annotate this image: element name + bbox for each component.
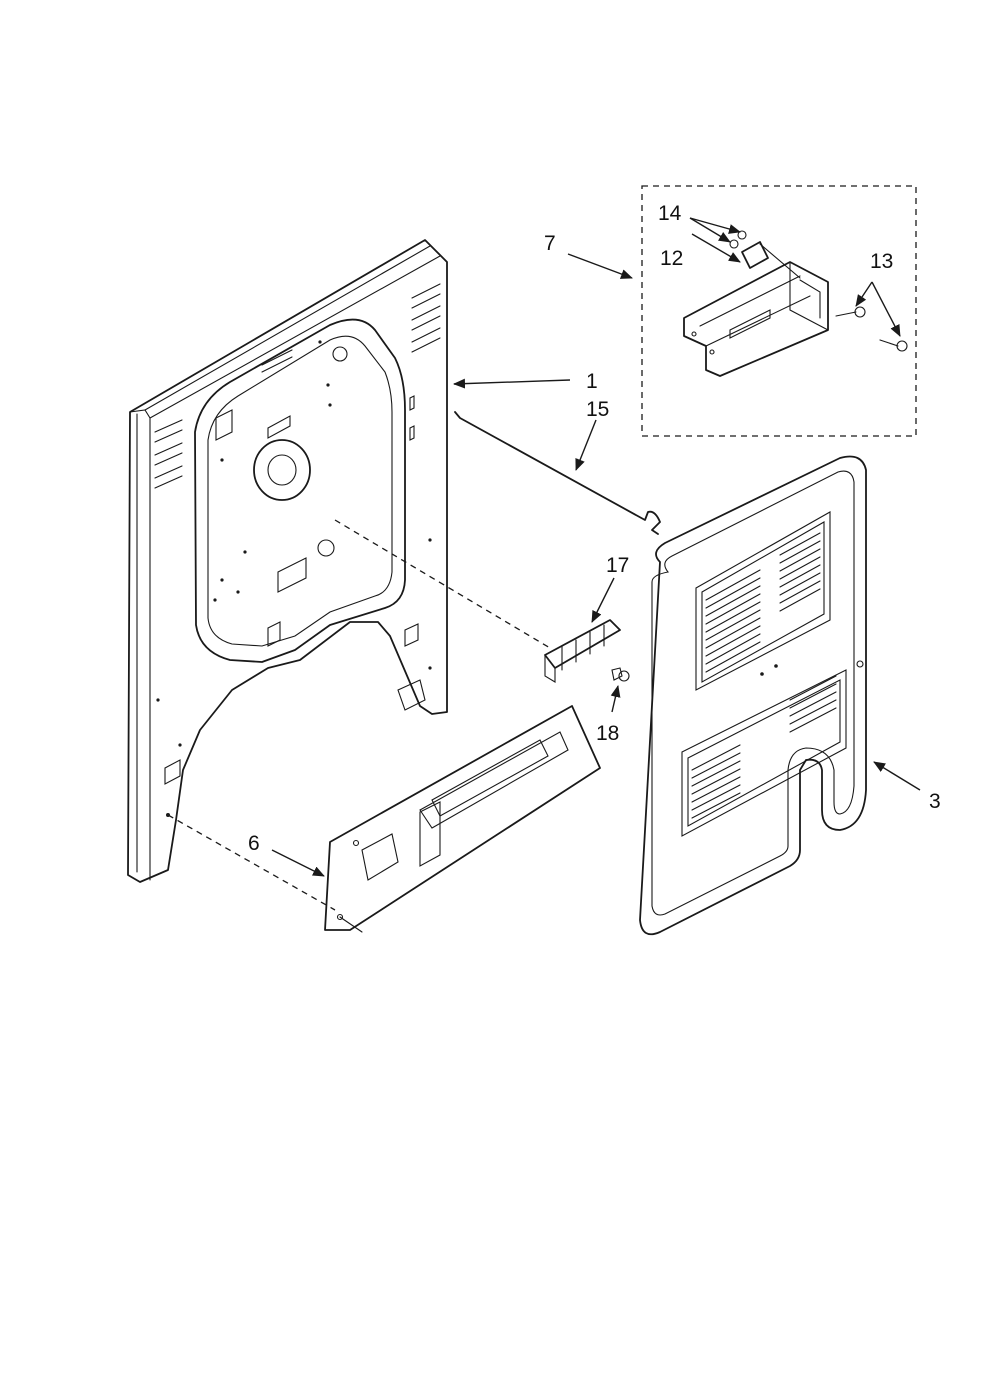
arrow-part-14b	[689, 217, 731, 243]
leader-arrows	[271, 217, 921, 877]
wire-rod-part	[454, 411, 661, 535]
rear-cover-part	[639, 455, 867, 936]
callout-part-3: 3	[929, 790, 941, 813]
arrow-part-1	[453, 378, 571, 389]
callout-part-6: 6	[248, 832, 260, 855]
callout-part-17: 17	[606, 554, 629, 577]
arrow-part-13a	[855, 281, 873, 307]
callout-part-12: 12	[660, 247, 683, 270]
back-panel-part	[127, 239, 448, 883]
callout-part-18: 18	[596, 722, 619, 745]
screw-part	[611, 667, 630, 682]
bottom-plate-part	[324, 705, 601, 933]
arrow-part-7	[567, 253, 633, 279]
callout-part-1: 1	[586, 370, 598, 393]
callout-labels: 1 3 6 7 12 13 14 15 17 18	[248, 202, 941, 855]
arrow-part-6	[271, 849, 325, 877]
arrow-part-15	[575, 419, 597, 471]
arrow-part-18	[610, 685, 621, 713]
callout-part-7: 7	[544, 232, 556, 255]
callout-part-14: 14	[658, 202, 682, 225]
explode-lines	[167, 519, 551, 911]
callout-part-15: 15	[586, 398, 609, 421]
arrow-part-17	[591, 577, 615, 623]
terminal-block-part	[544, 619, 621, 683]
arrow-part-14a	[689, 217, 741, 234]
arrow-part-3	[873, 761, 921, 791]
arrow-part-13b	[871, 281, 901, 337]
igniter-assembly-part	[641, 185, 917, 437]
callout-part-13: 13	[870, 250, 893, 273]
arrow-part-12	[691, 233, 741, 263]
